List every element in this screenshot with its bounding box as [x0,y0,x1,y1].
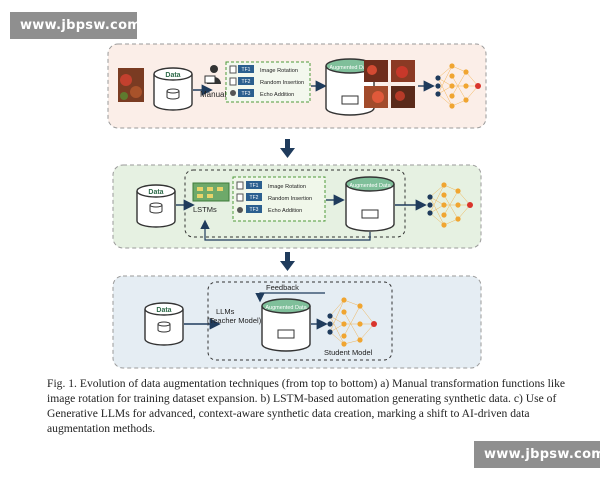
tf2-name-b: Random Insertion [268,196,312,202]
figure-caption: Fig. 1. Evolution of data augmentation t… [47,377,566,435]
arrow-a-to-b [280,139,295,158]
person-at-computer-icon [204,65,221,84]
tf3-tag-b [246,205,262,213]
tf2-tag-text-b: TF2 [250,195,259,201]
panel-c: Feedback Data LLMs (Teacher Model) Augme… [112,275,482,369]
panel-b: Data LSTMs TF1 Image Rotation TF2 Random… [112,164,482,249]
llm-label: LLMs [216,307,235,316]
tf2-tag-b [246,193,262,201]
tf2-tag-text-a: TF2 [242,79,251,85]
tf-list-a: TF1 Image Rotation TF2 Random Insertion … [229,65,304,98]
watermark-top: www.jbpsw.com [10,12,141,39]
tf3-tag-text-a: TF3 [242,91,251,97]
manual-label: Manual [200,90,226,99]
tf1-name-a: Image Rotation [260,68,298,74]
data-label-a: Data [165,72,180,79]
feedback-loop-c [255,292,325,303]
tf3-tag-a [238,89,254,97]
tf2-name-a: Random Insertion [260,80,304,86]
augmented-images-grid [364,60,415,108]
watermark-bottom: www.jbpsw.com [474,441,600,468]
augmented-label-a: Augmented Data [329,65,371,71]
lstm-label: LSTMs [193,205,217,214]
augmented-data-cylinder-c: Augmented Data [261,298,311,352]
tf1-tag-text-b: TF1 [250,183,259,189]
tf2-tag-a [238,77,254,85]
tf1-tag-a [238,65,254,73]
neural-network-a [435,63,481,109]
panel-a: Data Manual TF1 Image Rotation TF2 Rando… [107,43,487,129]
augmented-label-c: Augmented Data [265,305,307,311]
lstm-chip-icon [192,182,230,202]
neural-network-b [427,182,473,228]
augmented-data-cylinder-a: Augmented Data [325,58,375,116]
data-cylinder-c: Data [144,302,184,346]
file-icon [229,65,237,74]
data-cylinder-b: Data [136,184,176,228]
tf3-name-a: Echo Addition [260,92,294,98]
text-icon [229,77,237,86]
tf3-tag-text-b: TF3 [250,207,259,213]
tf1-tag-b [246,181,262,189]
student-model-label: Student Model [324,348,373,357]
tf1-name-b: Image Rotation [268,184,306,190]
feedback-loop-b [200,219,371,241]
data-label-b: Data [148,189,163,196]
data-label-c: Data [156,307,171,314]
tf3-name-b: Echo Addition [268,208,302,214]
data-cylinder-a: Data [153,67,193,111]
text-icon [236,193,244,202]
tf-list-b: TF1 Image Rotation TF2 Random Insertion … [236,181,312,214]
teacher-model-label: (Teacher Model) [207,316,262,325]
microphone-icon [230,90,236,96]
file-icon [236,181,244,190]
microphone-icon [237,207,243,213]
feedback-label: Feedback [266,283,299,292]
tf1-tag-text-a: TF1 [242,67,251,73]
arrow-b-to-c [280,252,295,271]
neural-network-student [327,297,377,347]
augmented-label-b: Augmented Data [349,183,391,189]
augmented-data-cylinder-b: Augmented Data [345,176,395,232]
